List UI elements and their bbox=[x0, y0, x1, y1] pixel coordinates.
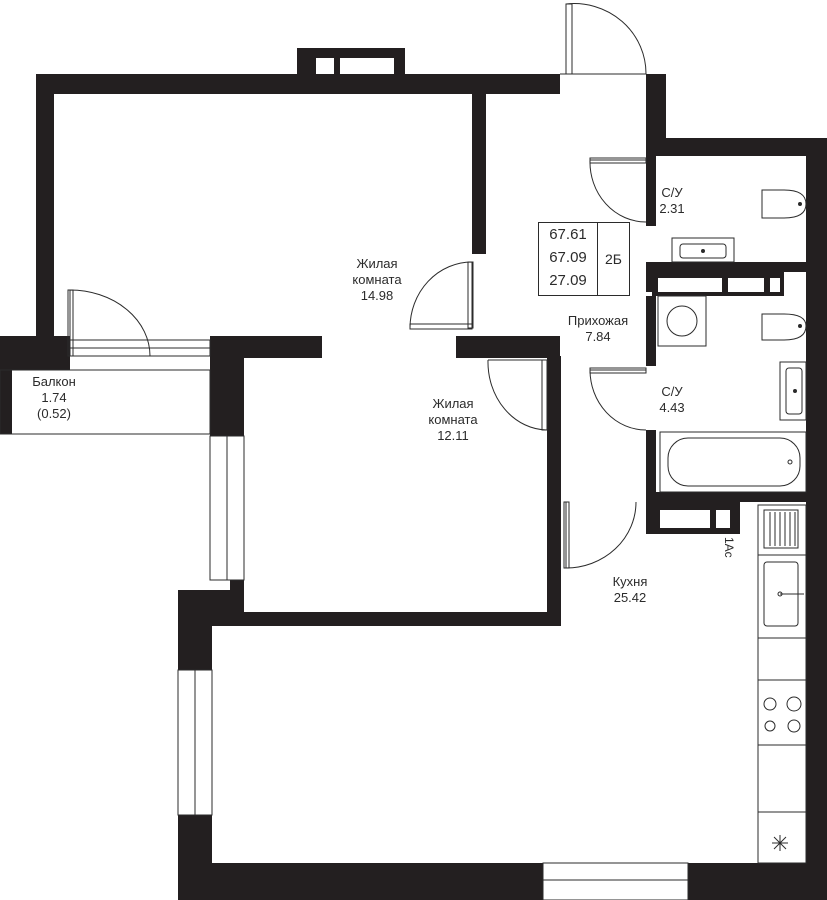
room1-door-jamb bbox=[467, 261, 474, 329]
room-label-bath1: С/У 2.31 bbox=[659, 185, 685, 216]
wall-cutouts bbox=[12, 58, 780, 528]
fixtures bbox=[657, 189, 807, 851]
room-label-living1: Жилая комната 14.98 bbox=[352, 256, 402, 303]
wall-kitchen-left-top bbox=[178, 590, 212, 670]
bath2-door-swing bbox=[589, 369, 647, 431]
wall-room2-right-lower bbox=[547, 430, 561, 626]
wall-room1-hall bbox=[472, 94, 486, 254]
wall-bath2-left bbox=[646, 296, 656, 366]
room1-door-leaf bbox=[409, 323, 473, 330]
walls bbox=[0, 48, 827, 900]
room2-door-swing bbox=[487, 359, 548, 431]
thin-lines bbox=[0, 73, 807, 900]
wall-between-baths bbox=[646, 262, 806, 272]
top-window-pane2 bbox=[340, 58, 394, 74]
toilet-2 bbox=[761, 313, 807, 341]
room-label-hall: Прихожая 7.84 bbox=[567, 313, 629, 344]
bath1-door-leaf bbox=[589, 157, 647, 164]
kitchen-shaft-cell1 bbox=[660, 510, 710, 528]
wall-room2-right bbox=[547, 356, 561, 430]
bath1-door-swing bbox=[589, 159, 647, 223]
wall-right-upper bbox=[646, 74, 666, 138]
wall-bath2-bottom bbox=[646, 492, 806, 502]
balcony-door-leaf bbox=[67, 289, 74, 357]
balcony-outline bbox=[0, 369, 211, 435]
living-area: 27.09 bbox=[549, 272, 587, 289]
apartment-code: 2Б bbox=[605, 251, 622, 267]
shaft-cell2 bbox=[728, 278, 764, 292]
total-area: 67.61 bbox=[549, 226, 587, 243]
room1-door-swing bbox=[409, 261, 473, 329]
sink-1 bbox=[671, 237, 735, 263]
room2-door-leaf bbox=[541, 359, 548, 431]
wall-bottom-right bbox=[688, 863, 827, 900]
entrance-door-swing bbox=[565, 3, 647, 75]
vent-icon bbox=[772, 835, 788, 851]
wall-room2-bottom bbox=[178, 612, 561, 626]
wall-top-left bbox=[36, 74, 560, 94]
washing-machine bbox=[657, 295, 707, 347]
wall-room2-left bbox=[210, 336, 244, 436]
kitchen-counter bbox=[757, 504, 807, 864]
kitchen-door-swing bbox=[565, 501, 637, 569]
entrance-door-leaf bbox=[565, 3, 573, 75]
riser-label: 1Ас bbox=[722, 537, 736, 558]
wall-mid-right bbox=[456, 336, 560, 358]
living-area-full: 67.09 bbox=[549, 249, 587, 266]
area-summary: 67.61 67.09 27.09 2Б bbox=[538, 222, 630, 296]
shaft-cell1 bbox=[658, 278, 722, 292]
doors bbox=[67, 3, 647, 569]
top-window-pane1 bbox=[316, 58, 334, 74]
kitchen-window-bottom bbox=[542, 862, 689, 900]
sink-2 bbox=[779, 361, 807, 421]
bathtub bbox=[659, 431, 807, 493]
balcony-door-swing bbox=[69, 289, 151, 357]
wall-top-right bbox=[646, 138, 827, 156]
wall-bath2-left-lower bbox=[646, 430, 656, 496]
room-label-kitchen: Кухня 25.42 bbox=[612, 574, 648, 605]
room-label-balcony: Балкон 1.74 (0.52) bbox=[32, 374, 76, 421]
area-values: 67.61 67.09 27.09 bbox=[539, 223, 598, 295]
hob bbox=[763, 696, 802, 733]
room-label-living2: Жилая комната 12.11 bbox=[428, 396, 478, 443]
bath2-door-leaf bbox=[589, 367, 647, 374]
kitchen-door-leaf bbox=[563, 501, 570, 569]
toilet-1 bbox=[761, 189, 807, 219]
wall-bath1-left bbox=[646, 156, 656, 226]
drying-rack bbox=[763, 509, 799, 549]
wall-right-edge bbox=[806, 138, 827, 900]
wall-left-room1 bbox=[36, 74, 54, 340]
wall-bottom-left bbox=[178, 863, 543, 900]
shaft-cell3 bbox=[770, 278, 780, 292]
wall-bath-stack bbox=[646, 262, 656, 292]
kitchen-shaft-cell2 bbox=[716, 510, 730, 528]
balcony-opening bbox=[12, 370, 210, 434]
wall-balcony-left bbox=[0, 336, 12, 434]
room-label-bath2: С/У 4.43 bbox=[659, 384, 685, 415]
